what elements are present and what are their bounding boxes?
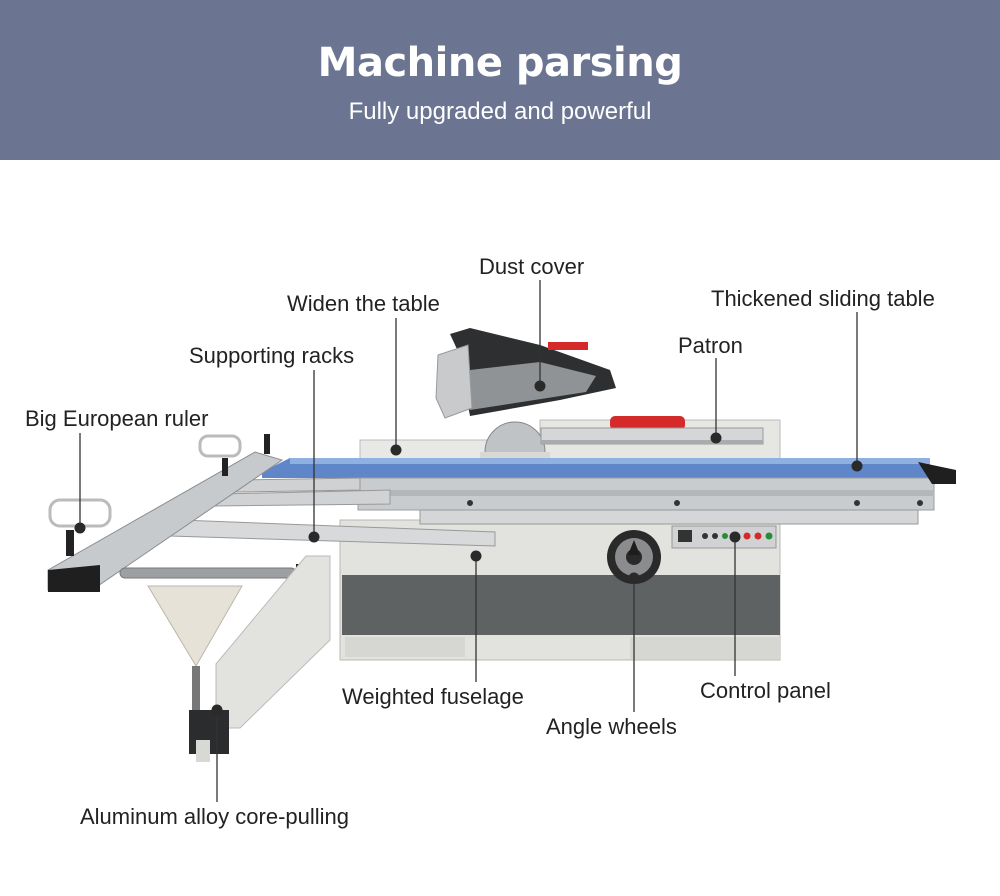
angle-wheel — [607, 530, 661, 584]
leader-lines — [79, 280, 858, 802]
patron-fence — [540, 427, 764, 445]
leader-dots — [74, 380, 863, 716]
label-dust-cover: Dust cover — [479, 254, 585, 279]
motor-accent — [610, 416, 685, 430]
page-subtitle: Fully upgraded and powerful — [348, 98, 652, 125]
label-angle-wheels: Angle wheels — [546, 714, 677, 739]
label-patron: Patron — [678, 333, 743, 358]
label-big-european-ruler: Big European ruler — [25, 406, 209, 431]
rollers — [119, 564, 306, 582]
label-thickened-sliding-table: Thickened sliding table — [711, 286, 935, 311]
sliding-table — [262, 458, 956, 525]
control-panel — [671, 525, 777, 549]
label-widen-table: Widen the table — [287, 291, 440, 316]
european-ruler — [47, 434, 284, 592]
label-aluminum-core-pulling: Aluminum alloy core-pulling — [80, 804, 350, 829]
label-supporting-racks: Supporting racks — [189, 343, 355, 368]
core-pulling-arm — [189, 555, 331, 762]
support-frame — [147, 585, 243, 718]
page-title: Machine parsing — [317, 40, 683, 86]
dust-cover — [435, 328, 616, 419]
header-banner: Machine parsing Fully upgraded and power… — [0, 0, 1000, 160]
label-weighted-fuselage: Weighted fuselage — [342, 684, 524, 709]
label-control-panel: Control panel — [700, 678, 831, 703]
